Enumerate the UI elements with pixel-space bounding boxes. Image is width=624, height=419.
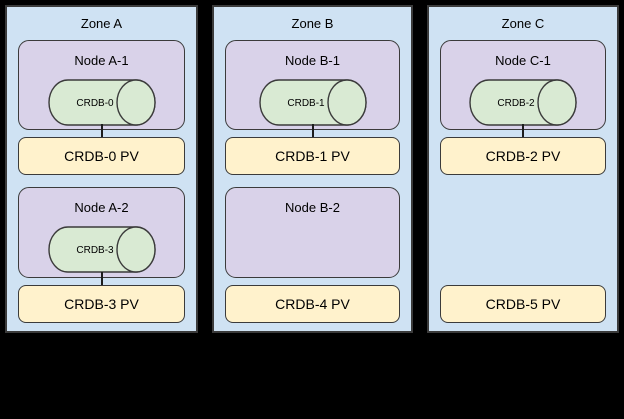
zone-title: Zone A bbox=[80, 16, 123, 31]
zone-title: Zone B bbox=[291, 16, 334, 31]
pv-crdb-0: CRDB-0 PV bbox=[18, 137, 185, 175]
connector-line bbox=[100, 272, 103, 286]
connector-line bbox=[522, 124, 524, 138]
pv-label: CRDB-1 PV bbox=[275, 148, 350, 164]
pod-crdb-2-cylinder: CRDB-2 bbox=[469, 79, 577, 126]
pod-crdb-1-cylinder: CRDB-1 bbox=[258, 79, 367, 126]
pv-crdb-1: CRDB-1 PV bbox=[225, 137, 400, 175]
node-a-1: Node A-1 CRDB-0 bbox=[18, 40, 185, 130]
pv-crdb-3: CRDB-3 PV bbox=[18, 285, 185, 323]
pv-label: CRDB-4 PV bbox=[275, 296, 350, 312]
node-label: Node B-2 bbox=[285, 200, 340, 215]
pod-crdb-3-cylinder: CRDB-3 bbox=[47, 226, 156, 273]
pod-label: CRDB-1 bbox=[287, 98, 325, 109]
pv-crdb-4: CRDB-4 PV bbox=[225, 285, 400, 323]
connector-line bbox=[100, 124, 103, 138]
pv-crdb-5: CRDB-5 PV bbox=[440, 285, 606, 323]
pod-label: CRDB-0 bbox=[76, 98, 114, 109]
node-label: Node B-1 bbox=[285, 53, 340, 68]
pod-crdb-0-cylinder: CRDB-0 bbox=[47, 79, 156, 126]
zone-a: Zone A Node A-1 CRDB-0 CRDB-0 PV Node A-… bbox=[5, 5, 198, 333]
zone-c: Zone C Node C-1 CRDB-2 CRDB-2 PV CRDB-5 … bbox=[427, 5, 619, 333]
connector-line bbox=[311, 124, 314, 138]
pod-label: CRDB-2 bbox=[497, 98, 535, 109]
node-label: Node A-1 bbox=[74, 53, 129, 68]
pv-label: CRDB-0 PV bbox=[64, 148, 139, 164]
zone-b: Zone B Node B-1 CRDB-1 CRDB-1 PV Node B-… bbox=[212, 5, 413, 333]
node-b-2: Node B-2 bbox=[225, 187, 400, 278]
zone-title: Zone C bbox=[501, 16, 545, 31]
node-c-1: Node C-1 CRDB-2 bbox=[440, 40, 606, 130]
pv-label: CRDB-3 PV bbox=[64, 296, 139, 312]
node-b-1: Node B-1 CRDB-1 bbox=[225, 40, 400, 130]
pv-label: CRDB-5 PV bbox=[485, 296, 561, 312]
node-label: Node C-1 bbox=[495, 53, 551, 68]
pod-label: CRDB-3 bbox=[76, 245, 114, 256]
node-a-2: Node A-2 CRDB-3 bbox=[18, 187, 185, 278]
pv-crdb-2: CRDB-2 PV bbox=[440, 137, 606, 175]
node-label: Node A-2 bbox=[74, 200, 129, 215]
pv-label: CRDB-2 PV bbox=[485, 148, 561, 164]
